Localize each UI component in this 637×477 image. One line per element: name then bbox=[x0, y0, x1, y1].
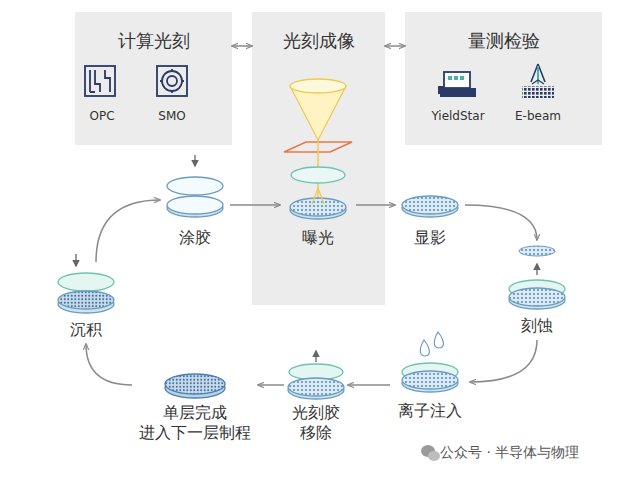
panel-title: 计算光刻 bbox=[118, 30, 190, 53]
ebeam-icon bbox=[522, 86, 554, 98]
coating-wafer bbox=[167, 155, 223, 217]
panel-ground bbox=[405, 12, 602, 145]
icon-label: E-beam bbox=[515, 109, 561, 124]
etch-wafer bbox=[519, 246, 555, 256]
deposition-wafer bbox=[75, 254, 76, 266]
step-label: 离子注入 bbox=[398, 401, 462, 421]
coating-wafer bbox=[167, 196, 223, 214]
implant-wafer bbox=[402, 332, 458, 392]
icon-label: SMO bbox=[158, 109, 185, 124]
exposure-optics bbox=[290, 79, 346, 93]
icon-box: E-beam bbox=[508, 60, 568, 126]
exposure-optics bbox=[290, 86, 346, 140]
flow-arrow bbox=[86, 344, 132, 385]
exposure-optics bbox=[312, 188, 324, 204]
exposure-optics bbox=[290, 198, 346, 216]
process-step: 显影 bbox=[395, 188, 465, 252]
yieldstar-icon bbox=[460, 76, 464, 80]
flow-arrow bbox=[232, 45, 252, 47]
yieldstar-icon bbox=[448, 76, 452, 80]
smo-icon bbox=[162, 71, 182, 91]
strip-wafer bbox=[288, 378, 344, 396]
wechat-icon bbox=[428, 451, 440, 461]
develop-wafer bbox=[402, 196, 458, 214]
process-step: 刻蚀 bbox=[503, 240, 571, 340]
watermark: 公众号 · 半导体与物理 bbox=[440, 444, 579, 461]
panel-ground bbox=[75, 12, 232, 145]
process-step: 涂胶 bbox=[160, 172, 230, 252]
flow-arrow bbox=[258, 384, 284, 386]
icon-label: YieldStar bbox=[431, 109, 484, 124]
panel-ground bbox=[75, 12, 602, 305]
strip-wafer bbox=[288, 351, 344, 399]
implant-wafer bbox=[402, 371, 458, 389]
icon-label: OPC bbox=[89, 109, 114, 124]
panel-title: 量测检验 bbox=[468, 30, 540, 53]
panel-box: 量测检验 YieldStar E-beam bbox=[405, 12, 602, 145]
strip-wafer bbox=[315, 351, 316, 362]
wechat-icon bbox=[421, 445, 440, 461]
icon-box: OPC bbox=[80, 60, 124, 126]
etch-wafer bbox=[536, 264, 537, 275]
step-label: 涂胶 bbox=[179, 228, 211, 248]
implant-wafer bbox=[420, 340, 429, 356]
step-label: 曝光 bbox=[302, 228, 334, 248]
step-label: 刻蚀 bbox=[521, 316, 553, 336]
yieldstar-icon bbox=[440, 88, 476, 97]
exposure-optics bbox=[284, 79, 352, 219]
deposition-wafer bbox=[58, 273, 114, 291]
flow-arrow bbox=[96, 200, 160, 262]
panel-box: 计算光刻 OPC SMO bbox=[75, 12, 232, 145]
process-step: 离子注入 bbox=[390, 332, 470, 425]
flow-arrow bbox=[348, 384, 390, 386]
process-step: 光刻胶 移除 bbox=[284, 345, 348, 447]
smo-icon bbox=[157, 66, 187, 96]
ebeam-icon bbox=[532, 80, 544, 84]
step-label: 显影 bbox=[414, 228, 446, 248]
process-step: 曝光 bbox=[280, 185, 356, 252]
ebeam-icon bbox=[537, 66, 539, 84]
panel-box: 光刻成像曝光 bbox=[252, 12, 385, 305]
flow-arrow bbox=[470, 340, 537, 382]
step-label: 单层完成 进入下一层制程 bbox=[135, 403, 255, 443]
deposition-wafer bbox=[58, 291, 114, 309]
flow-arrow bbox=[356, 204, 395, 206]
opc-icon bbox=[90, 70, 110, 92]
implant-wafer bbox=[434, 332, 443, 348]
etch-wafer bbox=[509, 288, 565, 306]
flow-arrow bbox=[385, 45, 405, 47]
step-label: 光刻胶 移除 bbox=[287, 403, 345, 443]
panel-ground bbox=[252, 12, 385, 305]
yieldstar-icon bbox=[454, 76, 458, 80]
process-step: 单层完成 进入下一层制程 bbox=[132, 365, 258, 447]
deposition-wafer bbox=[58, 254, 114, 313]
icon-box: YieldStar bbox=[425, 60, 491, 126]
yieldstar-icon bbox=[438, 72, 476, 97]
opc-icon bbox=[85, 66, 115, 96]
opc-icon bbox=[85, 66, 115, 96]
step-label: 沉积 bbox=[70, 320, 102, 340]
panel-title: 光刻成像 bbox=[283, 30, 355, 53]
coating-wafer bbox=[167, 177, 223, 195]
smo-icon bbox=[167, 76, 177, 86]
yieldstar-icon bbox=[444, 72, 470, 88]
ebeam-icon bbox=[522, 64, 554, 98]
smo-icon bbox=[157, 66, 187, 96]
finished-wafer bbox=[165, 374, 225, 394]
flow-arrow bbox=[230, 204, 280, 206]
flow-arrow bbox=[465, 205, 537, 240]
exposure-optics bbox=[291, 167, 345, 183]
process-step: 沉积 bbox=[55, 262, 117, 344]
smo-icon bbox=[160, 69, 184, 93]
etch-wafer bbox=[509, 246, 565, 309]
finished-wafer bbox=[165, 374, 225, 398]
coating-wafer bbox=[194, 155, 195, 166]
develop-wafer bbox=[402, 196, 458, 217]
icon-box: SMO bbox=[150, 60, 194, 126]
